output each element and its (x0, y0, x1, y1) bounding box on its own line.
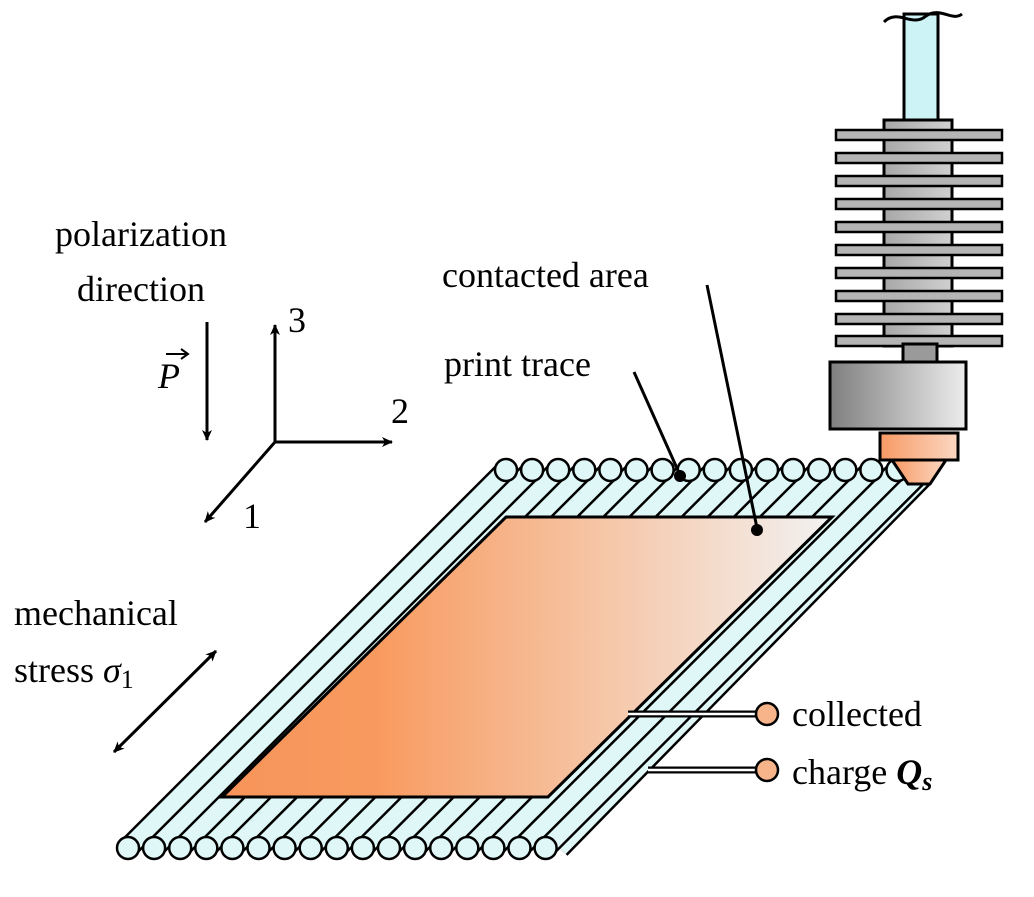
heater-block (828, 360, 968, 431)
print-trace-dot (674, 470, 686, 482)
filament-end-top (493, 457, 519, 483)
heatsink-fin (834, 243, 1004, 257)
filament-end-bottom (194, 835, 219, 861)
print-head (828, 11, 1004, 486)
filament-end-bottom (402, 835, 428, 861)
filament-end-bottom (481, 835, 506, 861)
heatsink-fin (834, 174, 1004, 188)
heatsink-fins (834, 128, 1004, 348)
charge-subscript: s (921, 767, 932, 796)
polarization-label-line2: direction (77, 269, 205, 309)
filament-end-bottom (272, 835, 297, 861)
heatsink-fin (834, 128, 1004, 142)
filament-rod-fill (148, 463, 539, 855)
print-trace-label: print trace (444, 344, 591, 384)
axis-3-label: 3 (288, 300, 306, 340)
filament-end-bottom (350, 835, 376, 861)
nozzle-tip (889, 458, 949, 486)
filament-rod-fill (121, 463, 513, 855)
filament-end-bottom (115, 835, 141, 861)
filament-end-bottom (220, 835, 245, 861)
charge-label: charge Qs (792, 752, 932, 796)
axis-1-label: 1 (243, 496, 261, 536)
heatsink-fin (834, 197, 1004, 211)
filament-feed-tube (902, 12, 940, 126)
polarization-label-line1: polarization (55, 214, 227, 254)
filament-end-top (728, 457, 754, 483)
heatsink-fin (834, 289, 1004, 303)
filament-end-top (806, 457, 832, 483)
print-trace-leader (632, 371, 682, 476)
tube-break-mark (882, 11, 963, 24)
filament-end-top (624, 457, 649, 483)
filament-end-top (833, 457, 858, 483)
filament-rod-fill (539, 463, 930, 855)
filament-end-bottom (507, 835, 532, 861)
heatsink-fin (834, 266, 1004, 280)
filament-end-bottom (141, 835, 167, 861)
heatsink-fin (834, 220, 1004, 234)
filament-end-top (650, 457, 675, 483)
filament-end-bottom (428, 835, 454, 861)
stress-symbol: σ (103, 650, 122, 690)
heatsink-fin (834, 151, 1004, 165)
filament-end-top (859, 457, 884, 483)
filament-end-top (754, 457, 780, 483)
axis-2-label: 2 (391, 391, 409, 431)
contacted-area-dot (751, 524, 763, 536)
stress-double-arrow (112, 649, 218, 754)
coordinate-axes (203, 324, 393, 523)
nozzle-collar (878, 431, 960, 462)
charge-symbol: Q (896, 752, 922, 792)
vector-arrow-icon (166, 348, 190, 360)
filament-end-bottom (246, 835, 271, 861)
polarization-symbol: P (157, 356, 180, 396)
filament-rod-fill (513, 463, 904, 855)
filament-end-bottom (533, 835, 558, 861)
mechanical-label-line1: mechanical (14, 593, 178, 633)
contacted-area-leader (705, 284, 759, 529)
filament-end-top (545, 457, 571, 483)
filament-end-bottom (324, 835, 350, 861)
axis-1-arrow (203, 441, 277, 523)
contacted-area-label: contacted area (442, 255, 649, 295)
terminal-bottom (754, 757, 780, 783)
filament-end-top (598, 457, 623, 483)
filament-end-top (519, 457, 545, 483)
filament-end-top (780, 457, 806, 483)
filament-end-bottom (376, 835, 402, 861)
collected-label: collected (792, 694, 922, 734)
filament-end-top (702, 457, 728, 483)
terminal-top (754, 701, 780, 727)
stress-subscript: 1 (121, 665, 134, 694)
electrode-sheet (218, 515, 836, 799)
filament-end-bottom (167, 835, 193, 861)
filament-end-bottom (298, 835, 323, 861)
filament-end-top (572, 457, 597, 483)
filament-end-bottom (455, 835, 480, 861)
mechanical-label-line2: stress σ1 (14, 650, 134, 694)
heatsink-fin (834, 312, 1004, 326)
